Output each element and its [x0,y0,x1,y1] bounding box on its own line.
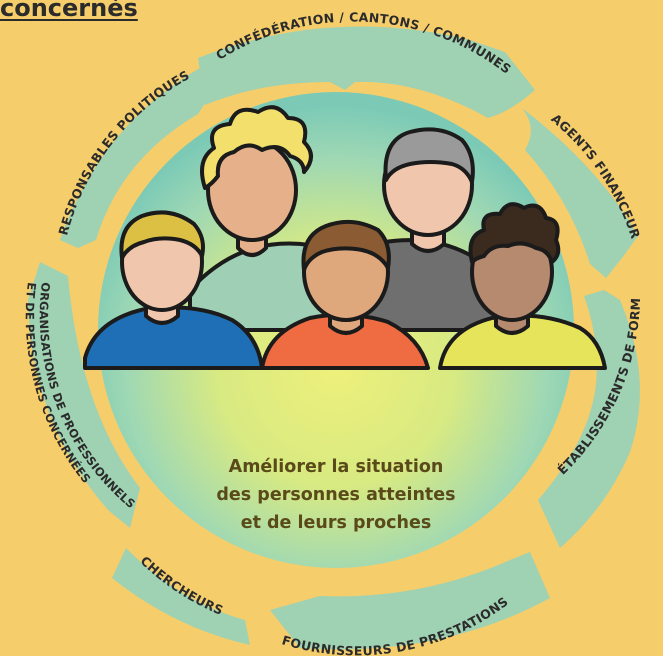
hair-afro [468,202,561,264]
person-back-left [188,105,354,332]
ring-segment-left [28,262,140,528]
center-line-1: Améliorer la situation [229,457,444,477]
shirt-blue [83,305,264,370]
ring-segment-top-left [60,68,210,248]
center-line-3: et de leurs proches [241,513,432,533]
hair-brown [301,219,391,272]
hair-grey [383,127,475,184]
hair-curly [200,105,313,190]
person-front-left [83,210,264,370]
ring-segment-top-right [522,108,638,278]
person-front-middle [260,219,430,370]
ring [28,26,640,650]
ring-segment-bottom [270,552,550,650]
center-line-2: des personnes atteintes [216,485,455,505]
shirt-yellow [438,313,607,370]
people-group [83,105,607,370]
center-caption: Améliorer la situation des personnes att… [216,457,455,533]
ring-segment-right [538,290,640,548]
hair-blond [119,210,205,260]
ring-segment-bottom-left [112,548,250,645]
page-title: concernés [0,0,138,22]
ring-segment-top [198,26,535,119]
person-front-right [438,202,607,370]
